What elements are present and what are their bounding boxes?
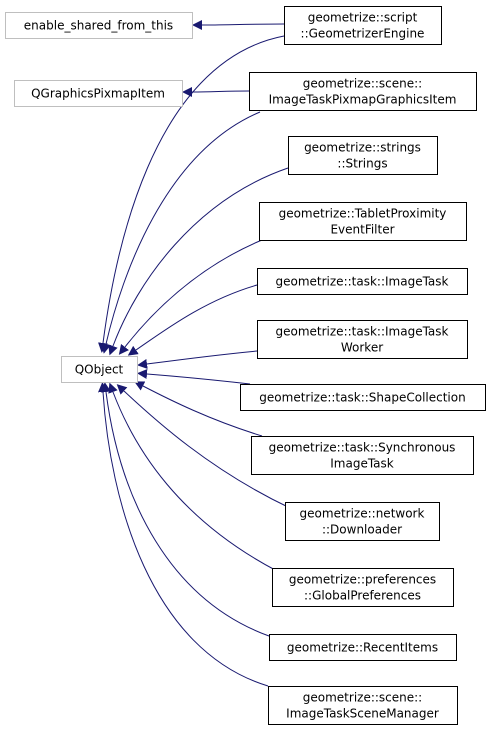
- edge-prefs-from-qobject: [108, 382, 278, 572]
- nodes: enable_shared_from_thisQGraphicsPixmapIt…: [5, 6, 486, 725]
- node-label: geometrize::strings: [304, 141, 421, 155]
- node-box: [249, 72, 477, 111]
- edge-engine-from-enable-shared: [192, 20, 285, 30]
- node-image-task[interactable]: geometrize::task::ImageTask: [257, 268, 468, 295]
- edge-pixmap-item-from-qobject: [101, 111, 261, 354]
- node-label: geometrize::TabletProximity: [279, 207, 447, 221]
- node-box: [240, 384, 486, 411]
- node-label: geometrize::task::Synchronous: [269, 441, 456, 455]
- edge-image-task-from-qobject: [127, 284, 258, 356]
- node-label: geometrize::RecentItems: [287, 641, 438, 655]
- edge-sync-task-from-qobject: [134, 381, 263, 437]
- node-label: ImageTaskPixmapGraphicsItem: [269, 93, 457, 107]
- node-engine[interactable]: geometrize::script::GeometrizerEngine: [284, 6, 442, 45]
- node-recent[interactable]: geometrize::RecentItems: [269, 634, 457, 661]
- node-enable-shared: enable_shared_from_this: [5, 12, 193, 39]
- node-label: ::GlobalPreferences: [304, 589, 421, 603]
- edges: [98, 20, 291, 687]
- node-label: QGraphicsPixmapItem: [31, 87, 165, 101]
- edge-pixmap-item-from-qgraphics: [182, 87, 250, 97]
- node-label: geometrize::script: [308, 11, 418, 25]
- node-label: geometrize::scene::: [303, 691, 422, 705]
- node-shape-collection[interactable]: geometrize::task::ShapeCollection: [240, 384, 486, 411]
- node-prefs[interactable]: geometrize::preferences::GlobalPreferenc…: [272, 568, 454, 607]
- node-label: enable_shared_from_this: [24, 19, 173, 33]
- edge-worker-from-qobject: [137, 350, 258, 369]
- node-box: [272, 568, 454, 607]
- node-qobject: QObject: [61, 356, 138, 383]
- node-box: [5, 12, 193, 39]
- edge-downloader-from-qobject: [116, 384, 291, 509]
- node-label: geometrize::scene::: [303, 77, 422, 91]
- node-box: [61, 356, 138, 383]
- edge-recent-from-qobject: [101, 382, 270, 637]
- node-label: geometrize::network: [300, 507, 425, 521]
- node-label: geometrize::task::ShapeCollection: [259, 391, 465, 405]
- node-scene-manager[interactable]: geometrize::scene::ImageTaskSceneManager: [268, 686, 458, 725]
- node-box: [268, 686, 458, 725]
- node-label: ImageTask: [330, 457, 394, 471]
- node-box: [269, 634, 457, 661]
- node-box: [259, 202, 467, 241]
- edge-shape-collection-from-qobject: [137, 369, 251, 385]
- node-box: [285, 502, 440, 541]
- node-label: ::GeometrizerEngine: [301, 27, 425, 41]
- edge-tablet-from-qobject: [118, 239, 263, 355]
- node-box: [288, 136, 438, 175]
- edge-scene-manager-from-qobject: [98, 382, 269, 687]
- node-downloader[interactable]: geometrize::network::Downloader: [285, 502, 440, 541]
- node-label: ::Strings: [337, 157, 387, 171]
- node-label: QObject: [75, 363, 124, 377]
- node-strings[interactable]: geometrize::strings::Strings: [288, 136, 438, 175]
- node-label: geometrize::task::ImageTask: [276, 275, 449, 289]
- node-label: ::Downloader: [322, 523, 402, 537]
- edge-strings-from-qobject: [108, 167, 289, 356]
- node-box: [284, 6, 442, 45]
- node-box: [257, 268, 468, 295]
- node-label: geometrize::preferences: [289, 573, 436, 587]
- node-label: Worker: [341, 341, 383, 355]
- node-label: ImageTaskSceneManager: [286, 707, 439, 721]
- node-label: geometrize::task::ImageTask: [276, 325, 449, 339]
- node-box: [251, 436, 474, 475]
- node-pixmap-item[interactable]: geometrize::scene::ImageTaskPixmapGraphi…: [249, 72, 477, 111]
- node-box: [14, 80, 183, 107]
- node-box: [257, 320, 468, 359]
- edge-engine-from-qobject: [98, 35, 285, 353]
- node-label: EventFilter: [330, 223, 394, 237]
- node-qgraphics: QGraphicsPixmapItem: [14, 80, 183, 107]
